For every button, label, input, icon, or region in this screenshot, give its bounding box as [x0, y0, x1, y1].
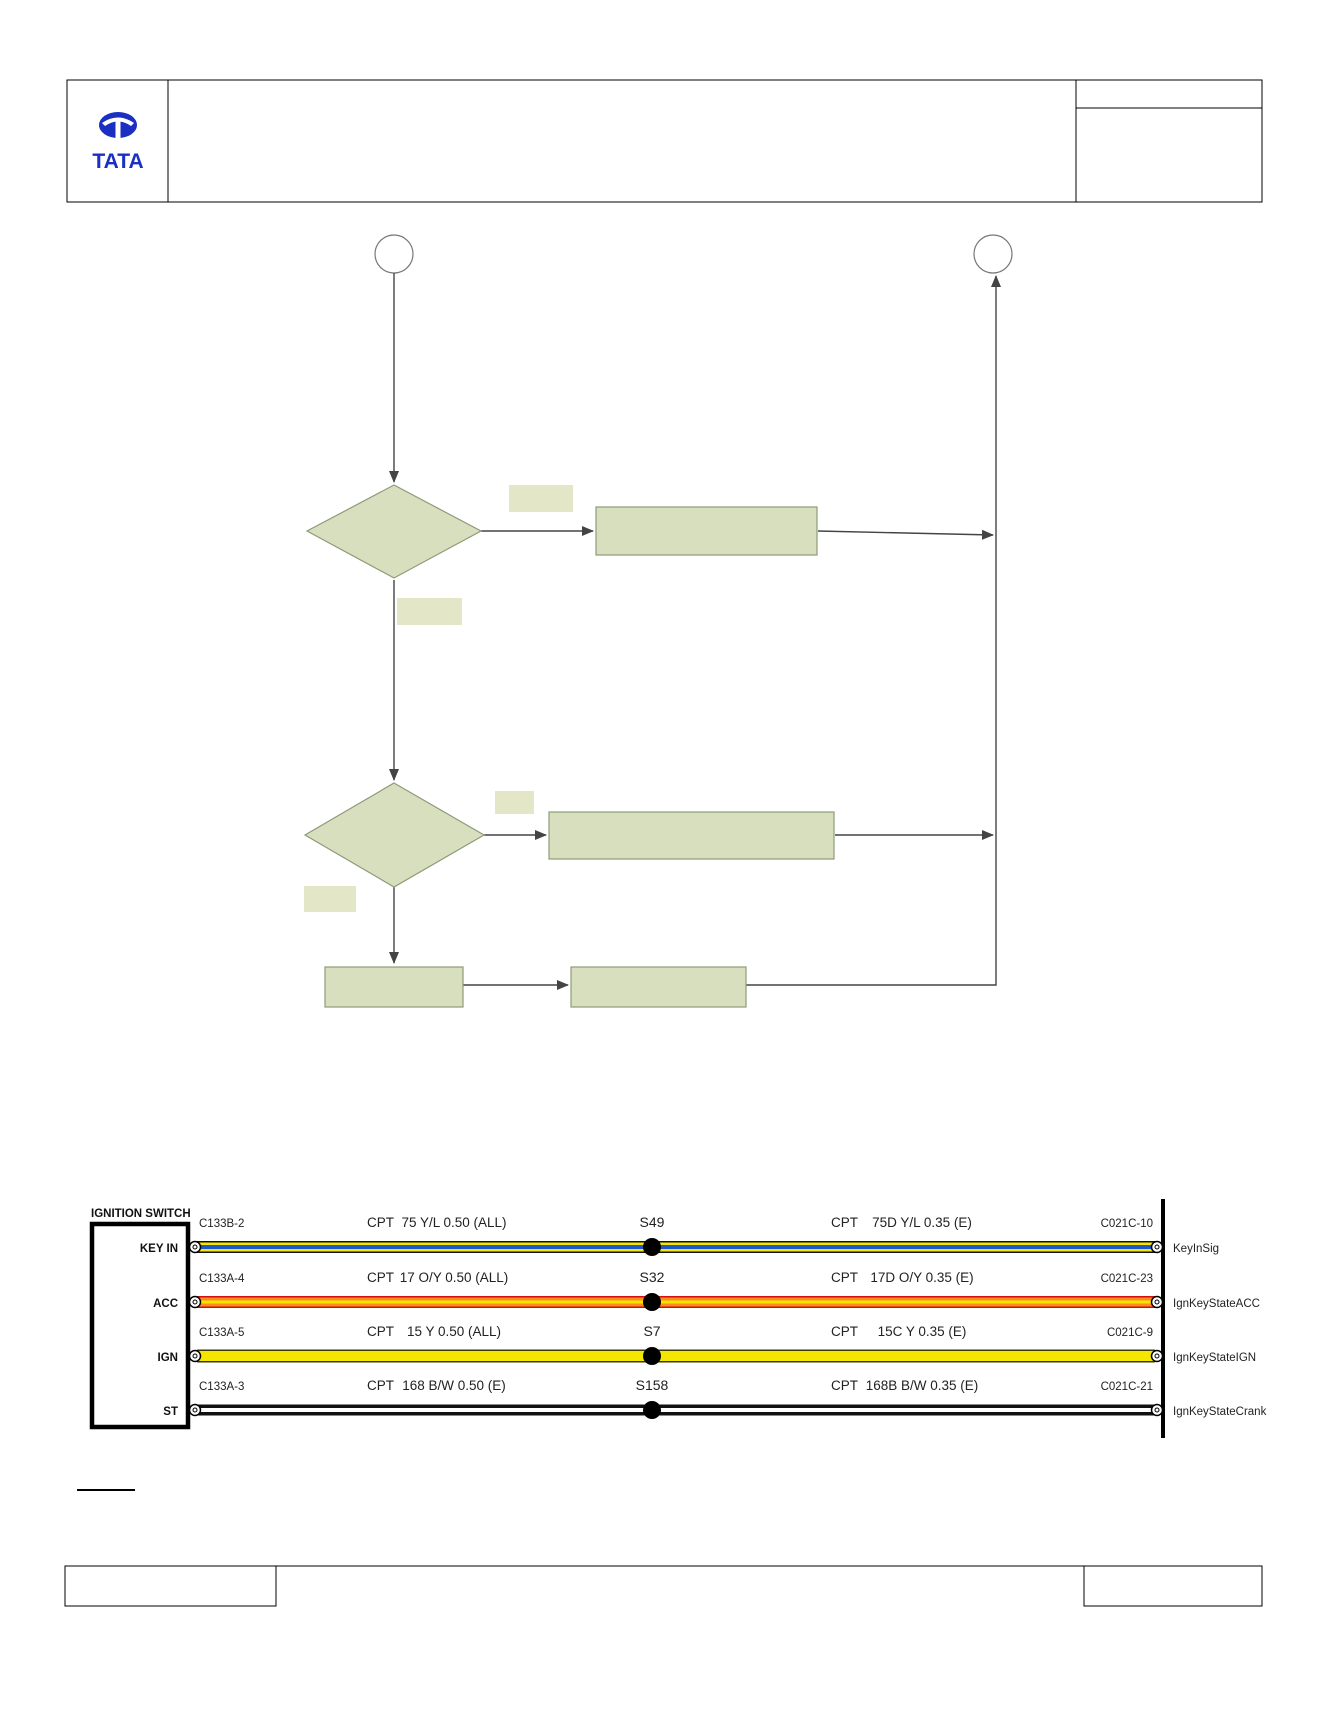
- action3-box: [324, 966, 464, 1008]
- terminal-pin-icon: [192, 1353, 198, 1359]
- left-terminal-icon: [188, 1403, 202, 1417]
- terminal-pin-icon: [1154, 1299, 1160, 1305]
- decision2-yes-label: [495, 791, 534, 814]
- wire-1: [197, 1296, 1155, 1308]
- footer-left-box: [64, 1565, 277, 1607]
- left-connector-label: C133A-3: [199, 1381, 244, 1393]
- wire-left-label: 15 Y 0.50 (ALL): [407, 1324, 501, 1339]
- wire-left-label: 168 B/W 0.50 (E): [402, 1378, 506, 1393]
- header-frame: [66, 79, 1263, 203]
- footer-right-box: [1083, 1565, 1263, 1607]
- pin-label: IGN: [158, 1352, 178, 1364]
- right-terminal-icon: [1150, 1349, 1164, 1363]
- flowchart: [303, 234, 1013, 1008]
- component-label: IGNITION SWITCH: [91, 1208, 191, 1220]
- splice-label: S7: [643, 1323, 660, 1339]
- splice-dot: [643, 1347, 661, 1365]
- wire-2: [197, 1349, 1155, 1363]
- left-terminal-icon: [188, 1349, 202, 1363]
- action2-box: [548, 811, 835, 860]
- left-connector-label: C133A-5: [199, 1327, 244, 1339]
- pin-label: ST: [163, 1406, 178, 1418]
- decision1-yes-label: [509, 485, 573, 512]
- signal-label: IgnKeyStateCrank: [1173, 1406, 1267, 1418]
- terminal-pin-icon: [192, 1244, 198, 1250]
- header-block: TATA: [66, 79, 1263, 203]
- right-terminal-icon: [1150, 1403, 1164, 1417]
- wire-stripe: [197, 1408, 1155, 1412]
- action1-box: [595, 506, 818, 556]
- terminal-pin-icon: [192, 1299, 198, 1305]
- flow-line-action1-out: [817, 529, 994, 540]
- terminal-pin-icon: [1154, 1244, 1160, 1250]
- decision1-diamond: [305, 484, 483, 579]
- wire-right-label: 75D Y/L 0.35 (E): [872, 1215, 972, 1230]
- pin-label: ACC: [153, 1298, 178, 1310]
- ignition-switch-box: [89, 1221, 191, 1430]
- signal-label: IgnKeyStateACC: [1173, 1298, 1260, 1310]
- left-connector-label: C133B-2: [199, 1218, 244, 1230]
- splice-dot: [643, 1401, 661, 1419]
- splice-label: S32: [640, 1269, 665, 1285]
- decision1-no-label: [397, 598, 462, 625]
- right-connector-label: C021C-23: [1101, 1273, 1153, 1285]
- terminal-pin-icon: [192, 1407, 198, 1413]
- cpt-left-label: CPT: [367, 1378, 394, 1393]
- terminal-pin-icon: [1154, 1407, 1160, 1413]
- wire-base: [197, 1351, 1155, 1361]
- splice-label: S158: [636, 1377, 669, 1393]
- signal-label: KeyInSig: [1173, 1243, 1219, 1255]
- right-connector-label: C021C-21: [1101, 1381, 1153, 1393]
- wire-stripe: [197, 1245, 1155, 1249]
- wire-3: [197, 1404, 1155, 1416]
- circuit-row: ACC C133A-4 CPT 17 O/Y 0.50 (ALL) S32 CPT 17D …: [153, 1269, 1260, 1311]
- right-connector-label: C021C-10: [1101, 1218, 1153, 1230]
- end-connector: [973, 234, 1013, 274]
- cpt-right-label: CPT: [831, 1324, 858, 1339]
- wire-0: [197, 1241, 1155, 1253]
- tata-logo-icon: TATA: [92, 112, 144, 173]
- logo-text: TATA: [92, 150, 143, 173]
- pin-label: KEY IN: [140, 1243, 178, 1255]
- wire-right-label: 168B B/W 0.35 (E): [866, 1378, 979, 1393]
- flow-line-action4-to-end: [746, 275, 1001, 986]
- wire-right-label: 15C Y 0.35 (E): [878, 1324, 967, 1339]
- cpt-left-label: CPT: [367, 1270, 394, 1285]
- decision2-no-label: [304, 886, 356, 912]
- cpt-right-label: CPT: [831, 1378, 858, 1393]
- cpt-right-label: CPT: [831, 1270, 858, 1285]
- left-connector-label: C133A-4: [199, 1273, 245, 1285]
- splice-label: S49: [640, 1214, 665, 1230]
- right-connector-label: C021C-9: [1107, 1327, 1153, 1339]
- wire-left-label: 17 O/Y 0.50 (ALL): [400, 1270, 509, 1285]
- wire-right-label: 17D O/Y 0.35 (E): [870, 1270, 973, 1285]
- left-terminal-icon: [188, 1295, 202, 1309]
- right-terminal-icon: [1150, 1295, 1164, 1309]
- cpt-left-label: CPT: [367, 1324, 394, 1339]
- wire-stripe: [197, 1300, 1155, 1304]
- footer-block: [64, 1565, 1263, 1607]
- circuit-row: KEY IN C133B-2 CPT 75 Y/L 0.50 (ALL) S49 CPT 7…: [140, 1214, 1219, 1256]
- action4-box: [570, 966, 747, 1008]
- decision2-diamond: [303, 782, 486, 888]
- splice-dot: [643, 1293, 661, 1311]
- cpt-right-label: CPT: [831, 1215, 858, 1230]
- wire-left-label: 75 Y/L 0.50 (ALL): [401, 1215, 506, 1230]
- left-terminal-icon: [188, 1240, 202, 1254]
- signal-label: IgnKeyStateIGN: [1173, 1352, 1256, 1364]
- terminal-pin-icon: [1154, 1353, 1160, 1359]
- circuit-row: ST C133A-3 CPT 168 B/W 0.50 (E) S158 CPT 168B …: [163, 1377, 1267, 1419]
- right-terminal-icon: [1150, 1240, 1164, 1254]
- cpt-left-label: CPT: [367, 1215, 394, 1230]
- start-connector: [374, 234, 414, 274]
- circuit-row: IGN C133A-5 CPT 15 Y 0.50 (ALL) S7 CPT 15C Y 0…: [158, 1323, 1256, 1365]
- splice-dot: [643, 1238, 661, 1256]
